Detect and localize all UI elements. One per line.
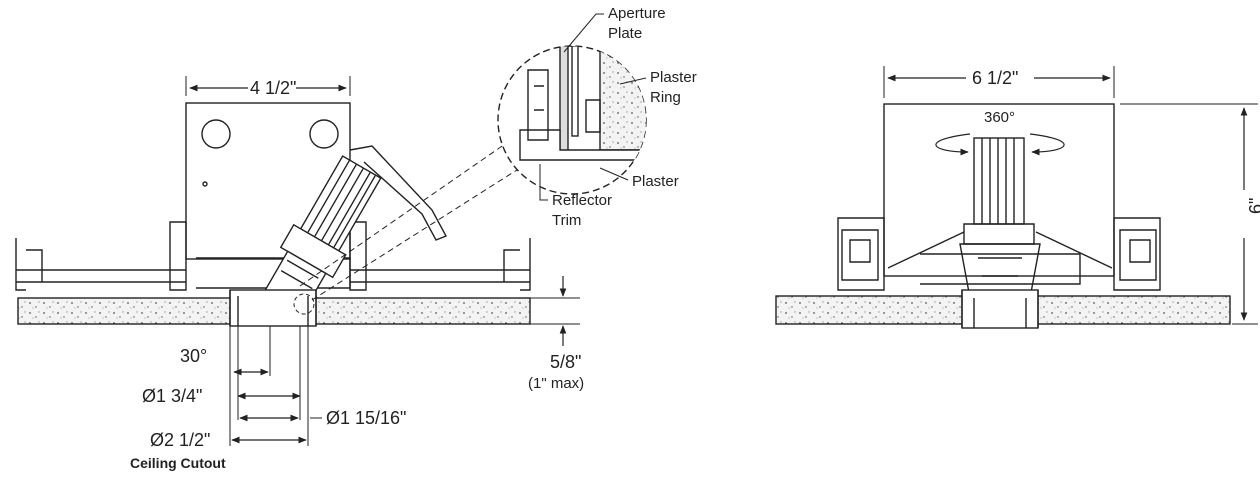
detail-callout — [497, 13, 647, 201]
tilt-angle-label: 30° — [180, 346, 207, 366]
reflector-trim-label-2: Trim — [552, 212, 581, 229]
knockout-hole — [309, 119, 339, 149]
aiming-arm — [349, 145, 447, 241]
reflector-diameter-label: Ø1 15/16" — [326, 408, 406, 428]
housing-height-label: 6" — [1246, 198, 1260, 214]
ceiling-cutout-caption: Ceiling Cutout — [130, 455, 226, 471]
rotation-arrow — [935, 133, 971, 156]
plaster-ring-label-2: Ring — [650, 89, 681, 106]
rotation-label: 360° — [984, 109, 1015, 126]
right-view — [775, 66, 1258, 329]
plaster-ring-label: Plaster — [650, 69, 697, 86]
aperture-plate-label: Aperture — [608, 5, 666, 22]
rotation-arrow — [1029, 133, 1065, 156]
ceiling-max-label: (1" max) — [528, 375, 584, 392]
cutout-diameter-label: Ø2 1/2" — [150, 430, 210, 450]
width-dimension-label: 4 1/2" — [250, 78, 296, 98]
housing-width-label: 6 1/2" — [972, 68, 1018, 88]
ceiling-thickness-label: 5/8" — [550, 352, 581, 372]
left-view — [15, 76, 580, 446]
mounting-bar — [16, 269, 530, 283]
plaster-label: Plaster — [632, 173, 679, 190]
aperture-diameter-label: Ø1 3/4" — [142, 386, 202, 406]
reflector-trim-label: Reflector — [552, 192, 612, 209]
aperture-plate-label-2: Plate — [608, 25, 642, 42]
knockout-hole — [201, 119, 231, 149]
